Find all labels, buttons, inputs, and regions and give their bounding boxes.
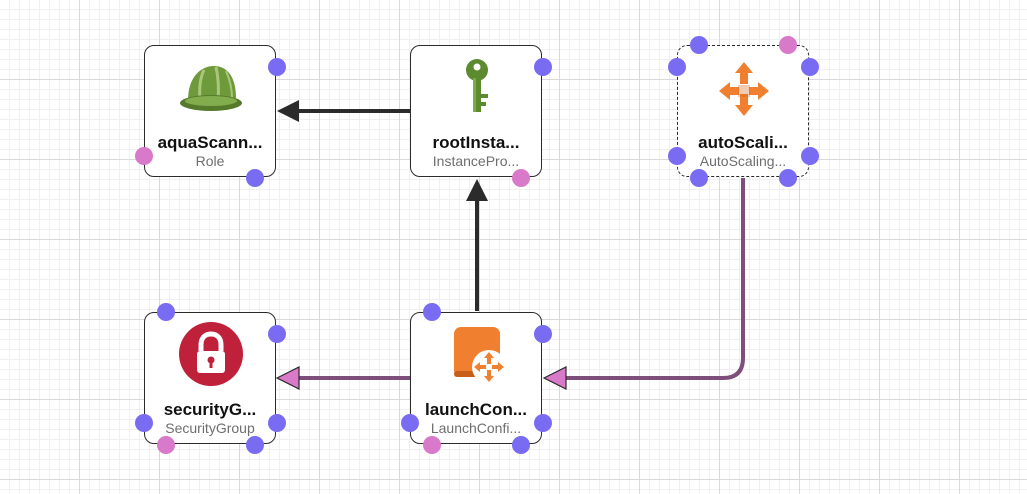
port-auto-top-left[interactable]: [690, 36, 708, 54]
port-launch-bottom-left[interactable]: [423, 436, 441, 454]
port-aqua-left[interactable]: [135, 147, 153, 165]
port-root-bottom[interactable]: [512, 169, 530, 187]
port-sg-left[interactable]: [135, 414, 153, 432]
node-type: SecurityGroup: [165, 420, 255, 436]
port-root-right[interactable]: [534, 58, 552, 76]
node-type: Role: [195, 153, 225, 169]
port-aqua-right[interactable]: [268, 58, 286, 76]
port-sg-top[interactable]: [157, 303, 175, 321]
port-launch-bottom-right[interactable]: [512, 436, 530, 454]
node-name: rootInsta...: [432, 133, 520, 152]
edge-autoscaling-to-launch[interactable]: [565, 178, 745, 380]
node-launch-config[interactable]: launchCon... LaunchConfi...: [410, 312, 542, 444]
port-auto-right-bottom[interactable]: [801, 147, 819, 165]
port-launch-top[interactable]: [423, 303, 441, 321]
port-auto-right-top[interactable]: [801, 58, 819, 76]
arrowhead-role: [277, 100, 299, 122]
node-name: launchCon...: [425, 400, 527, 419]
hard-hat-icon: [180, 66, 242, 111]
port-auto-bottom-right[interactable]: [779, 169, 797, 187]
node-name: autoScali...: [698, 133, 788, 152]
node-name: securityG...: [163, 400, 257, 419]
padlock-icon: [179, 322, 243, 386]
launch-config-icon: [454, 327, 506, 384]
port-auto-left-top[interactable]: [668, 58, 686, 76]
port-launch-right-bottom[interactable]: [534, 414, 552, 432]
port-launch-left[interactable]: [401, 414, 419, 432]
auto-scaling-arrows-icon: [719, 62, 769, 116]
node-type: LaunchConfi...: [430, 420, 522, 436]
port-sg-right-top[interactable]: [268, 325, 286, 343]
node-name: aquaScann...: [157, 133, 263, 152]
port-sg-bottom-left[interactable]: [157, 436, 175, 454]
node-type: InstancePro...: [432, 153, 520, 169]
port-auto-top-right[interactable]: [779, 36, 797, 54]
key-icon: [466, 59, 488, 112]
arrowhead-launch: [542, 366, 567, 390]
node-security-group[interactable]: securityG... SecurityGroup: [144, 312, 276, 444]
port-aqua-bottom[interactable]: [246, 169, 264, 187]
port-auto-bottom-left[interactable]: [690, 169, 708, 187]
node-root-instance[interactable]: rootInsta... InstancePro...: [410, 45, 542, 177]
node-aqua-scanner[interactable]: aquaScann... Role: [144, 45, 276, 177]
port-sg-right-bottom[interactable]: [268, 414, 286, 432]
port-launch-right-top[interactable]: [534, 325, 552, 343]
port-auto-left-bottom[interactable]: [668, 147, 686, 165]
node-auto-scaling[interactable]: autoScali... AutoScaling...: [677, 45, 809, 177]
arrowhead-sg: [275, 366, 300, 390]
node-type: AutoScaling...: [699, 153, 787, 169]
port-sg-bottom-right[interactable]: [246, 436, 264, 454]
arrowhead-root: [466, 179, 488, 201]
